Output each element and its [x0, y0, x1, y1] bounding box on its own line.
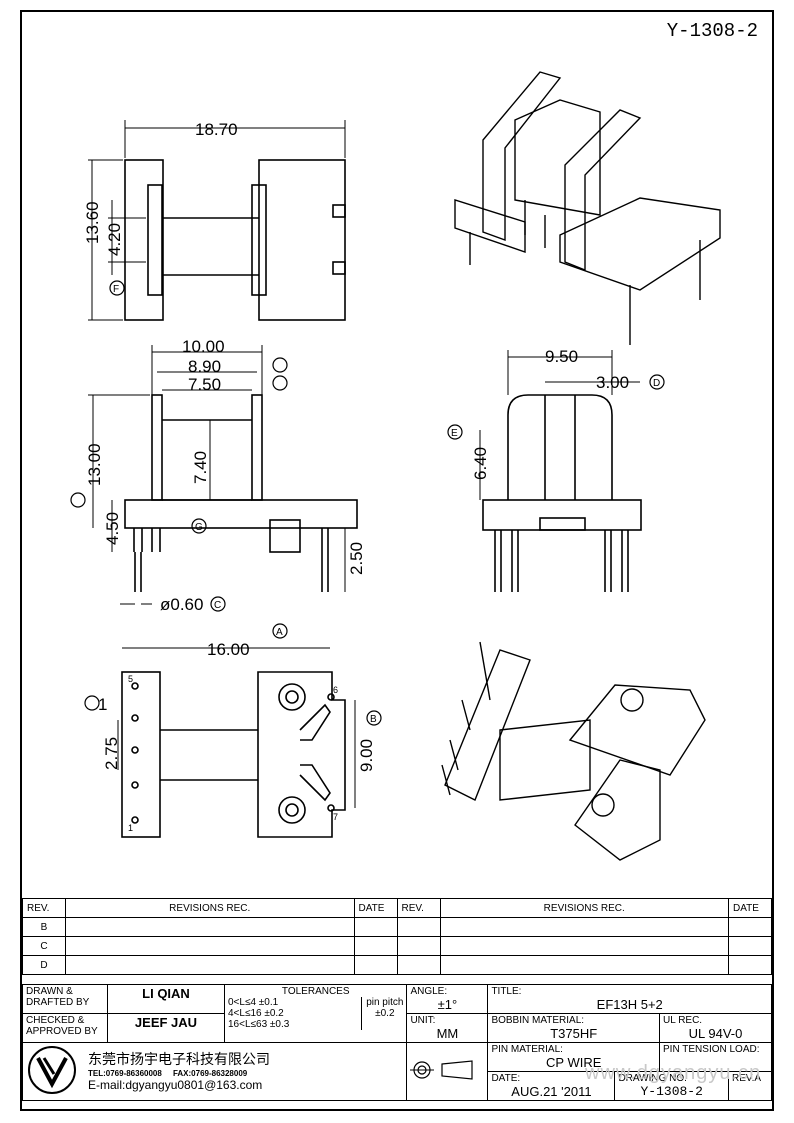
pin-pitch-value: ±0.2 [375, 1008, 395, 1019]
company-tel: TEL:0769-86360008 [88, 1068, 162, 1078]
revisions-header-2: REVISIONS REC. [439, 898, 729, 918]
ul-value: UL 94V-0 [688, 1026, 743, 1041]
datum-c: C [214, 600, 221, 611]
side-view [479, 350, 642, 592]
dim-bottom-w: 16.00 [207, 640, 250, 659]
angle-label: ANGLE: [410, 986, 448, 997]
company-email: E-mail:dgyangyu0801@163.com [88, 1077, 263, 1092]
dim-front-h3: 4.50 [103, 512, 122, 545]
rev-header: REV. [22, 898, 66, 918]
pin-pitch-label: pin pitch [366, 997, 404, 1008]
drawing-no-value: Y-1308-2 [640, 1084, 703, 1099]
rev-header-2: REV. [396, 898, 441, 918]
dim-front-w1: 10.00 [182, 337, 225, 356]
rev-a-label: REV.A [732, 1073, 762, 1084]
angle-value: ±1° [437, 997, 458, 1012]
dim-top-height: 13.60 [83, 201, 102, 244]
drawing-sheet [20, 10, 774, 1111]
pin-number-6: 6 [333, 685, 338, 695]
dim-front-h1: 13.00 [85, 443, 104, 486]
pin-material-value: CP WIRE [546, 1055, 602, 1070]
checked-label: CHECKED & APPROVED BY [22, 1013, 108, 1043]
checked-value: JEEF JAU [134, 1015, 198, 1030]
company-logo [28, 1046, 76, 1094]
unit-value: MM [436, 1026, 459, 1041]
tol-2: 4<L≤16 ±0.2 [228, 1008, 284, 1019]
tolerances-label: TOLERANCES [281, 986, 350, 997]
date-label: DATE: [491, 1073, 521, 1084]
watermark: www.dgyangyu.cn [585, 1062, 762, 1084]
revision-table: REV. REVISIONS REC. DATE REV. REVISIONS … [22, 898, 772, 975]
revisions-header: REVISIONS REC. [65, 898, 355, 918]
datum-g: G [195, 522, 203, 533]
dim-side-w2: 3.00 [596, 373, 629, 392]
dim-front-w2: 8.90 [188, 357, 221, 376]
rev-row-c: C [22, 936, 66, 956]
dim-top-width: 18.70 [195, 120, 238, 139]
datum-d: D [653, 378, 660, 389]
title-label: TITLE: [491, 986, 522, 997]
dim-front-pin: 2.50 [347, 542, 366, 575]
datum-b: B [370, 714, 377, 725]
isometric-view-bottom [441, 641, 706, 861]
bobbin-label: BOBBIN MATERIAL: [491, 1015, 585, 1026]
drawn-value: LI QIAN [142, 986, 190, 1001]
bobbin-value: T375HF [550, 1026, 598, 1041]
date-header: DATE [353, 898, 398, 918]
datum-e: E [451, 428, 458, 439]
dim-bottom-pitch: 2.75 [102, 737, 121, 770]
front-view [88, 345, 358, 605]
dim-bottom-h: 9.00 [357, 739, 376, 772]
title-block: DRAWN & DRAFTED BY LI QIAN TOLERANCES 0<… [21, 984, 772, 1101]
unit-label: UNIT: [410, 1015, 436, 1026]
company-name: 东莞市扬宇电子科技有限公司 [88, 1050, 270, 1067]
drawn-label: DRAWN & DRAFTED BY [22, 984, 108, 1014]
dim-front-w3: 7.50 [188, 375, 221, 394]
company-fax: FAX:0769-86328009 [172, 1068, 248, 1078]
top-view [88, 120, 346, 321]
tol-3: 16<L≤63 ±0.3 [228, 1019, 290, 1030]
projection-symbol-icon [410, 1060, 474, 1080]
pin-number-5: 5 [128, 674, 133, 684]
tol-1: 0<L≤4 ±0.1 [228, 997, 279, 1008]
dim-pin-dia: ø0.60 [160, 595, 203, 614]
pin-number-7: 7 [333, 812, 338, 822]
isometric-view-top [454, 71, 721, 345]
datum-markers [70, 280, 665, 726]
rev-row-d: D [22, 955, 66, 975]
dim-side-h: 6.40 [471, 447, 490, 480]
date-header-2: DATE [728, 898, 772, 918]
date-value: AUG.21 '2011 [511, 1084, 592, 1099]
title-value: EF13H 5+2 [596, 997, 663, 1012]
document-number: Y-1308-2 [666, 20, 758, 42]
rev-row-b: B [22, 917, 66, 937]
bottom-view [117, 647, 356, 838]
datum-f: F [113, 284, 119, 295]
drawing-no-label: DRAWING NO. [618, 1073, 687, 1084]
dim-side-w: 9.50 [545, 347, 578, 366]
pin-material-label: PIN MATERIAL: [491, 1044, 563, 1055]
pin-number-1: 1 [128, 823, 133, 833]
dim-front-h2: 7.40 [191, 451, 210, 484]
pin-tension-label: PIN TENSION LOAD: [663, 1044, 760, 1055]
datum-a: A [276, 627, 283, 638]
dim-bottom-1: 1 [98, 695, 107, 714]
ul-label: UL REC. [663, 1015, 703, 1026]
dim-top-inner: 4.20 [105, 223, 124, 256]
